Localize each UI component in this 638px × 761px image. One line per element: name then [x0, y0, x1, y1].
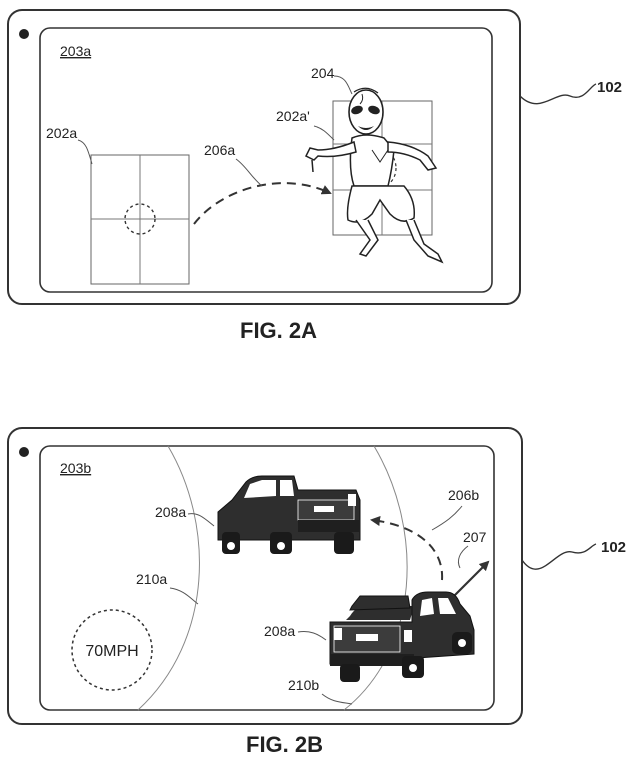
device-ref-leader — [520, 84, 596, 104]
figure-caption: FIG. 2A — [240, 318, 317, 343]
character-label: 204 — [311, 65, 335, 81]
frame-label: 202a — [46, 125, 77, 141]
figure-2a: 203a 202a 206a 202a' — [8, 10, 622, 343]
lane-label-right: 210b — [288, 677, 319, 693]
arrow-label: 207 — [463, 529, 487, 545]
screen-label: 203b — [60, 460, 91, 476]
device-ref-label: 102 — [601, 539, 626, 556]
device-camera-dot — [19, 29, 29, 39]
frame-moved-label: 202a' — [276, 108, 310, 124]
device-ref-leader — [522, 544, 596, 569]
device-ref-label: 102 — [597, 79, 622, 96]
vehicle-label-top: 208a — [155, 504, 186, 520]
path-label: 206a — [204, 142, 235, 158]
figure-2b: 203b 210a 210b 208a 206b — [8, 428, 626, 757]
device-camera-dot — [19, 447, 29, 457]
vehicle-label-bottom: 208a — [264, 623, 295, 639]
screen-label: 203a — [60, 43, 91, 59]
figure-caption: FIG. 2B — [246, 732, 323, 757]
path-label: 206b — [448, 487, 479, 503]
lane-label-left: 210a — [136, 571, 167, 587]
speed-readout: 70MPH — [85, 643, 138, 660]
